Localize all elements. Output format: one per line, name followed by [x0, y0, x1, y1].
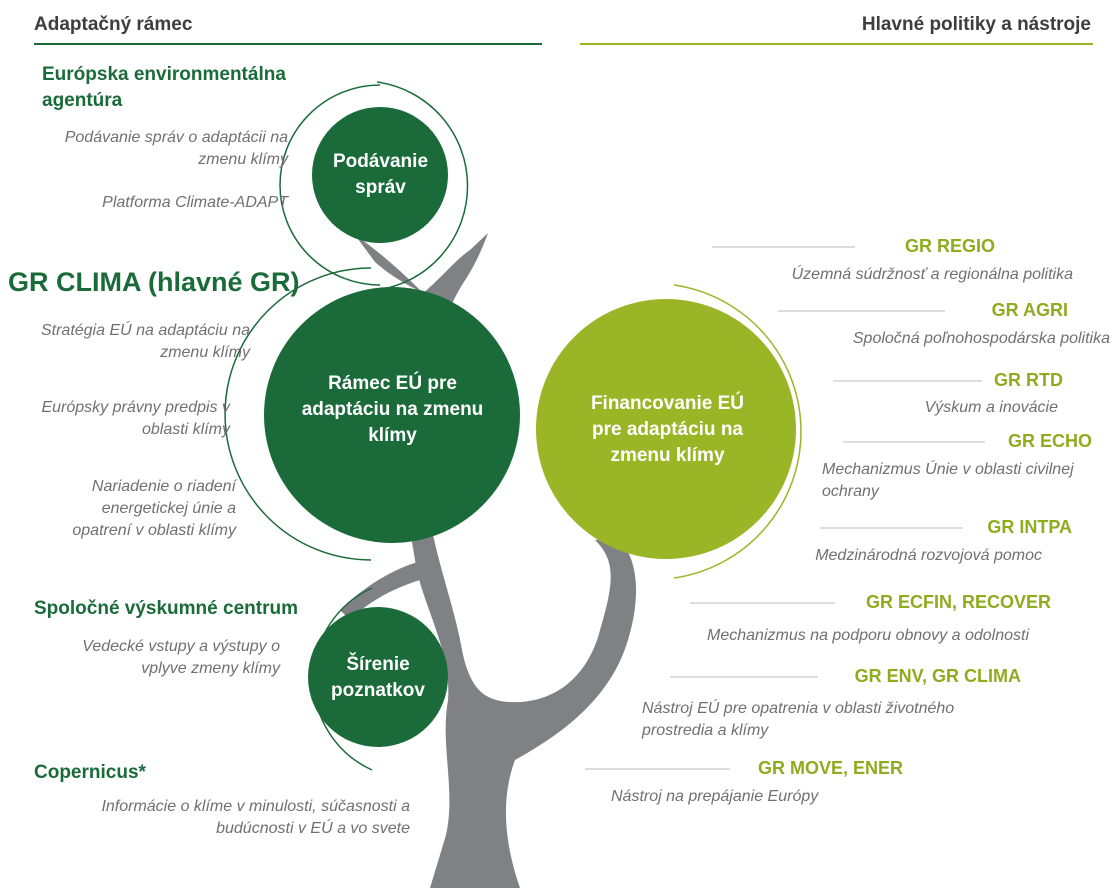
clima-title: GR CLIMA (hlavné GR) [8, 267, 300, 297]
dg-echo: GR ECHO [1007, 431, 1092, 451]
dg-env-clima-desc: Nástroj EÚ pre opatrenia v oblasti život… [642, 700, 955, 739]
right-header: Hlavné politiky a nástroje [861, 14, 1091, 35]
dg-move-ener: GR MOVE, ENER [757, 758, 903, 778]
dg-regio: GR REGIO [904, 236, 995, 256]
left-header: Adaptačný rámec [34, 14, 193, 35]
circle-reporting [312, 107, 448, 243]
eea-item-2: Platforma Climate-ADAPT [102, 194, 288, 211]
circle-eu-framework-label: Rámec EÚ pre adaptáciu na zmenu klímy [301, 373, 484, 446]
tree-branch-top-left [355, 235, 440, 300]
circle-knowledge [308, 607, 448, 747]
circle-knowledge-label: Šírenie poznatkov [331, 653, 425, 701]
dg-rtd-desc: Výskum a inovácie [924, 399, 1058, 416]
circle-eu-funding-label: Financovanie EÚ pre adaptáciu na zmenu k… [590, 393, 745, 466]
dg-ecfin-recover-desc: Mechanizmus na podporu obnovy a odolnost… [707, 627, 1029, 644]
dg-env-clima: GR ENV, GR CLIMA [854, 666, 1021, 686]
eea-title: Európska environmentálna agentúra [42, 64, 286, 111]
tree-trunk [410, 530, 637, 888]
dg-ecfin-recover: GR ECFIN, RECOVER [865, 592, 1051, 612]
circle-reporting-label: Podávanie správ [332, 151, 429, 198]
dg-echo-desc: Mechanizmus Únie v oblasti civilnej ochr… [822, 461, 1074, 500]
jrc-title: Spoločné výskumné centrum [34, 598, 298, 619]
right-header-rule [580, 43, 1093, 45]
dg-agri: GR AGRI [991, 300, 1068, 320]
eea-item-1: Podávanie správ o adaptácii na zmenu klí… [64, 129, 288, 168]
clima-item-3: Nariadenie o riadení energetickej únie a… [72, 478, 236, 539]
dg-regio-desc: Územná súdržnosť a regionálna politika [791, 266, 1073, 283]
clima-item-1: Stratégia EÚ na adaptáciu na zmenu klímy [40, 322, 250, 361]
left-header-rule [34, 43, 542, 45]
copernicus-title: Copernicus* [34, 762, 146, 783]
arc-top [376, 81, 469, 291]
dg-rtd: GR RTD [994, 370, 1063, 390]
dg-intpa: GR INTPA [987, 517, 1072, 537]
circle-eu-framework [264, 287, 520, 543]
dg-move-ener-desc: Nástroj na prepájanie Európy [611, 788, 819, 805]
dg-intpa-desc: Medzinárodná rozvojová pomoc [815, 547, 1042, 564]
tree-branch-lower-left [340, 562, 420, 620]
circle-eu-funding [536, 299, 796, 559]
dg-agri-desc: Spoločná poľnohospodárska politika [852, 330, 1110, 347]
clima-item-2: Európsky právny predpis v oblasti klímy [41, 399, 230, 438]
copernicus-item-1: Informácie o klíme v minulosti, súčasnos… [101, 798, 410, 837]
jrc-item-1: Vedecké vstupy a výstupy o vplyve zmeny … [82, 638, 280, 677]
